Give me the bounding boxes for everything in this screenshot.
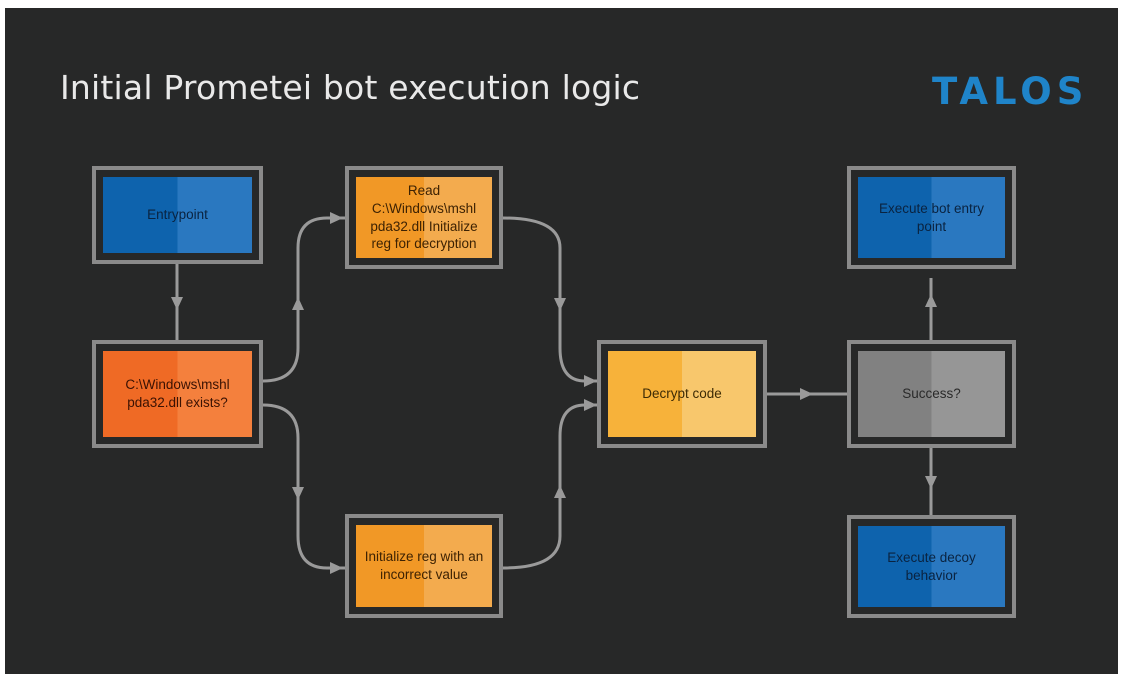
connectors-layer — [171, 212, 937, 574]
arrowhead-to-init-down — [292, 487, 304, 500]
node-read-init: Read C:\Windows\mshl pda32.dll Initializ… — [345, 166, 503, 269]
node-decrypt-label: Decrypt code — [642, 386, 722, 402]
arrowhead-decrypt-success — [800, 388, 813, 400]
arrow-init-incorrect-to-decrypt — [502, 403, 597, 570]
arrowhead-into-decrypt-top — [584, 375, 597, 387]
node-read-init-label: Read C:\Windows\mshl pda32.dll Initializ… — [370, 183, 478, 252]
arrowhead-to-read-up — [292, 297, 304, 310]
node-exec-decoy-label: Execute decoy behavior — [887, 549, 976, 583]
arrow-check-to-init-incorrect — [262, 403, 345, 570]
node-entrypoint-label: Entrypoint — [147, 207, 208, 223]
arrowhead-to-init-right — [330, 562, 343, 574]
arrowhead-into-decrypt-bottom — [584, 399, 597, 411]
node-entrypoint: Entrypoint — [92, 166, 263, 264]
arrowhead-entrypoint-check — [171, 297, 183, 310]
arrowhead-init-up — [554, 485, 566, 498]
diagram-title: Initial Prometei bot execution logic — [60, 68, 641, 107]
arrowhead-success-up — [925, 294, 937, 307]
arrowhead-to-read-right — [330, 212, 343, 224]
diagram-canvas: Initial Prometei bot execution logic TAL… — [5, 8, 1118, 674]
node-success: Success? — [847, 340, 1016, 448]
node-exec-bot-label: Execute bot entry point — [878, 200, 985, 234]
node-exec-decoy: Execute decoy behavior — [847, 515, 1016, 618]
arrowhead-read-down — [554, 298, 566, 311]
node-exec-bot: Execute bot entry point — [847, 166, 1016, 269]
node-success-label: Success? — [902, 386, 961, 402]
node-decrypt: Decrypt code — [597, 340, 767, 448]
arrowhead-success-down — [925, 476, 937, 489]
arrow-read-to-decrypt — [502, 216, 597, 383]
node-init-incorrect-label: Initialize reg with an incorrect value — [364, 549, 484, 582]
arrow-check-to-read — [262, 216, 345, 383]
node-init-incorrect: Initialize reg with an incorrect value — [345, 514, 503, 618]
talos-logo: TALOS — [932, 70, 1089, 113]
node-check-file: C:\Windows\mshl pda32.dll exists? — [92, 340, 263, 448]
node-check-file-label: C:\Windows\mshl pda32.dll exists? — [125, 377, 230, 410]
